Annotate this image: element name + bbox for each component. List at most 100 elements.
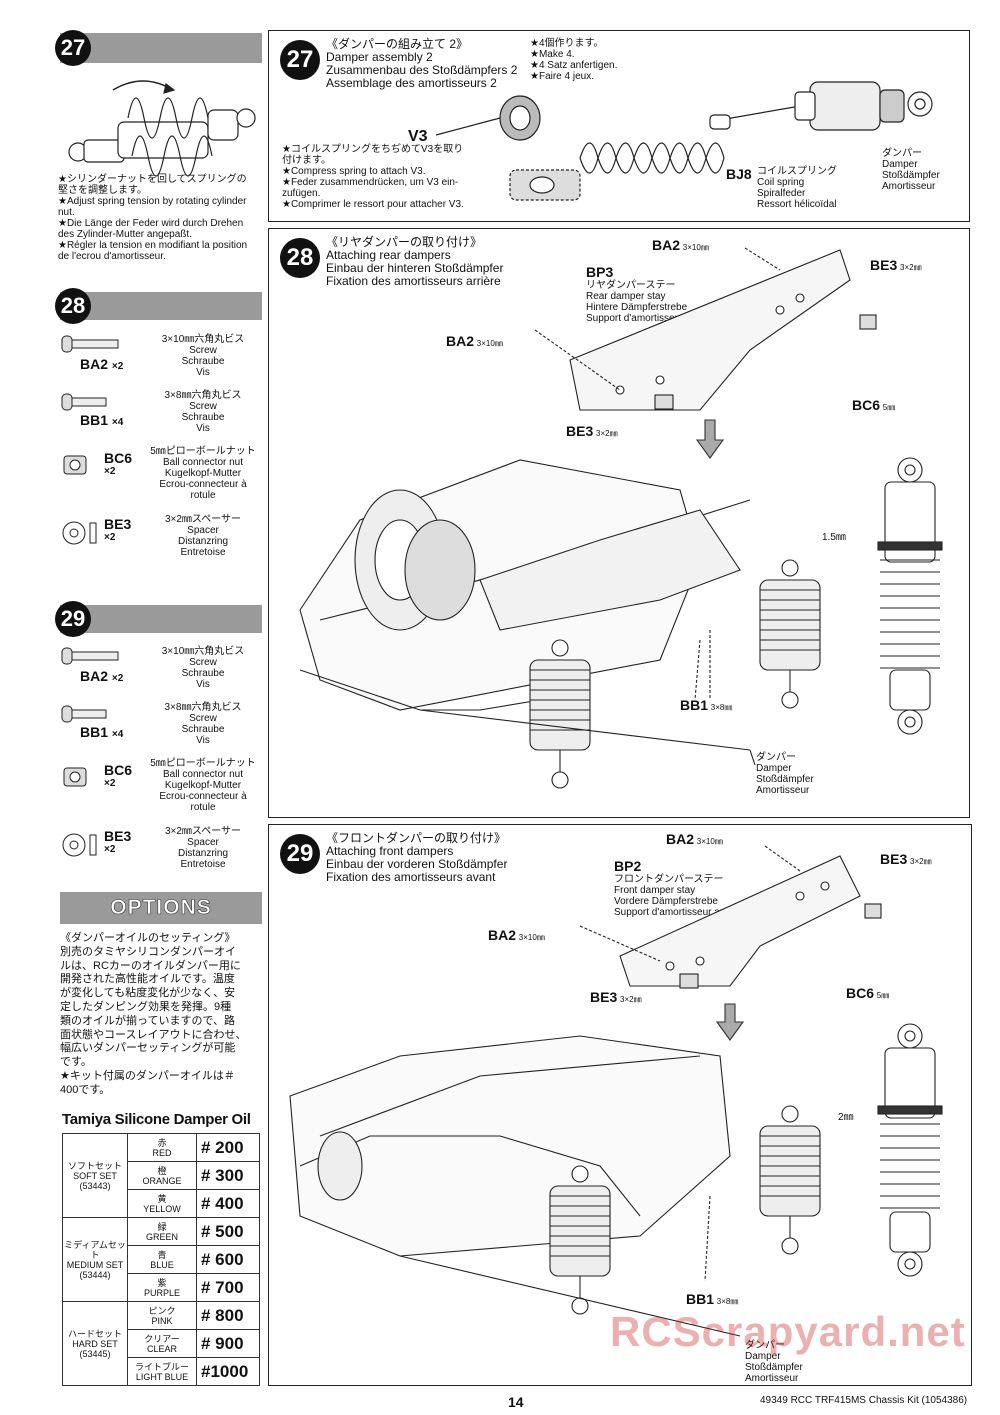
bc6-callout: BC6 5㎜ xyxy=(846,985,890,1001)
step-29-header-bar xyxy=(60,605,262,633)
front-chassis-illustration xyxy=(289,845,943,1337)
step-27-panel-number: 27 xyxy=(280,40,320,80)
part-code-bc6: BC6×2 xyxy=(104,450,133,477)
bb1-callout: BB1 3×8㎜ xyxy=(686,1291,739,1307)
part-code-ba2: BA2 ×2 xyxy=(80,356,124,372)
oil-number-cell: # 300 xyxy=(196,1161,260,1190)
bp3-code: BP3 xyxy=(586,264,614,280)
ba2-callout-left: BA2 3×10㎜ xyxy=(488,927,545,943)
step-29-number: 29 xyxy=(55,601,91,637)
watermark: RCScrapyard.net xyxy=(610,1308,966,1355)
part-code-bb1: BB1 ×4 xyxy=(80,724,124,740)
step-27-instructions: ★シリンダーナットを回してスプリングの 堅さを調整します。 ★Adjust sp… xyxy=(58,174,248,262)
compress-note: ★コイルスプリングをちぢめてV3を取り付けます。★Compress spring… xyxy=(282,144,464,210)
oil-table-title: Tamiya Silicone Damper Oil xyxy=(62,1111,251,1128)
be3-callout-right: BE3 3×2㎜ xyxy=(880,851,932,867)
v3-label: V3 xyxy=(408,128,428,145)
oil-number-cell: #1000 xyxy=(196,1357,260,1386)
ball-connector-nut-icon xyxy=(63,767,87,787)
step-27-header-bar xyxy=(60,33,262,63)
be3-callout-bottom: BE3 3×2㎜ xyxy=(566,423,618,439)
page-number: 14 xyxy=(508,1394,524,1410)
ba2-callout-top: BA2 3×10㎜ xyxy=(666,831,723,847)
gap-dimension: 2㎜ xyxy=(838,1112,854,1123)
options-title: OPTIONS xyxy=(110,896,212,920)
part-code-ba2: BA2 ×2 xyxy=(80,668,124,684)
damper-assembly-illustration xyxy=(435,81,933,201)
step-27-number: 27 xyxy=(55,30,91,66)
step-28-panel xyxy=(268,228,970,818)
step-29-panel-number: 29 xyxy=(280,834,320,874)
ball-connector-nut-icon xyxy=(63,455,87,475)
ba2-callout-left: BA2 3×10㎜ xyxy=(446,333,503,349)
oil-number-cell: # 800 xyxy=(196,1301,260,1330)
oil-number-cell: # 500 xyxy=(196,1217,260,1246)
spacer-icon xyxy=(62,521,97,545)
oil-number-cell: # 900 xyxy=(196,1329,260,1358)
oil-number-cell: # 600 xyxy=(196,1245,260,1274)
screw-10mm-icon xyxy=(61,335,119,353)
ba2-callout-top: BA2 3×10㎜ xyxy=(652,237,709,253)
part-code-bc6: BC6×2 xyxy=(104,762,133,789)
screw-8mm-icon xyxy=(61,393,107,411)
part-code-be3: BE3×2 xyxy=(104,516,132,543)
bb1-callout: BB1 3×8㎜ xyxy=(680,697,733,713)
screw-8mm-icon xyxy=(61,705,107,723)
kit-model-footer: 49349 RCC TRF415MS Chassis Kit (1054386) xyxy=(760,1395,968,1406)
bp2-code: BP2 xyxy=(614,858,642,874)
bc6-callout: BC6 5㎜ xyxy=(852,397,896,413)
screw-10mm-icon xyxy=(61,647,119,665)
be3-callout-right: BE3 3×2㎜ xyxy=(870,257,922,273)
oil-number-cell: # 200 xyxy=(196,1133,260,1162)
adjust-damper-illustration xyxy=(68,80,256,177)
options-banner: OPTIONS xyxy=(60,892,262,924)
rear-chassis-illustration xyxy=(299,247,943,789)
oil-number-cell: # 700 xyxy=(196,1273,260,1302)
step-28-header-bar xyxy=(60,292,262,320)
spacer-icon xyxy=(62,833,97,857)
be3-callout-bottom: BE3 3×2㎜ xyxy=(590,989,642,1005)
make-four-note: ★4個作ります。★Make 4.★4 Satz anfertigen.★Fair… xyxy=(530,38,618,82)
step-27-panel xyxy=(268,30,970,222)
step-28-number: 28 xyxy=(55,288,91,324)
step-28-panel-number: 28 xyxy=(280,238,320,278)
bj8-label: BJ8 xyxy=(726,166,752,182)
oil-number-cell: # 400 xyxy=(196,1189,260,1218)
step-29-panel xyxy=(268,824,972,1386)
part-code-bb1: BB1 ×4 xyxy=(80,412,124,428)
gap-dimension: 1.5㎜ xyxy=(822,532,846,543)
part-code-be3: BE3×2 xyxy=(104,828,132,855)
